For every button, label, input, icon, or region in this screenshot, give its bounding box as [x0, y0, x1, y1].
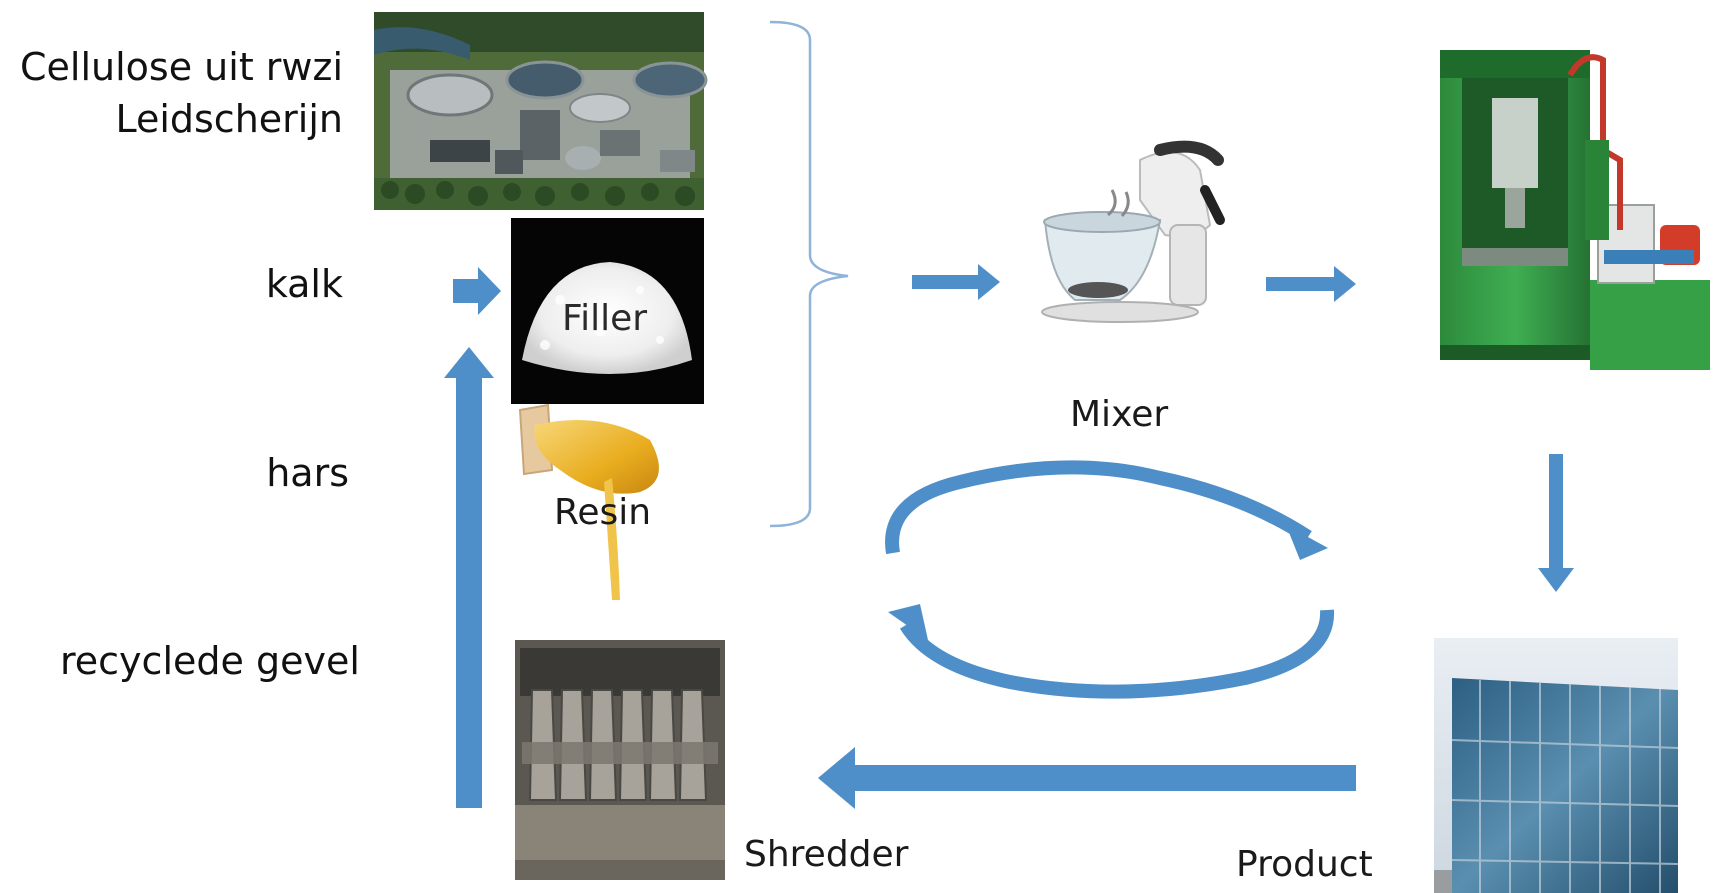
label-cellulose-line2: Leidscherijn	[115, 96, 343, 141]
cycle-arrow-upper	[885, 460, 1312, 555]
caption-resin: Resin	[554, 492, 652, 533]
arrow-recycle-up	[444, 347, 494, 808]
wastewater-treatment-plant-photo	[374, 12, 708, 210]
label-hars: hars	[266, 451, 349, 495]
arrow-press-down	[1538, 454, 1574, 592]
cycle-arrow-lower	[899, 609, 1335, 699]
arrow-product-to-shredder	[818, 747, 1356, 809]
caption-mixer: Mixer	[1070, 394, 1169, 435]
resin-pour-photo	[518, 403, 659, 600]
stand-mixer-photo	[1041, 140, 1225, 323]
caption-product: Product	[1236, 844, 1373, 885]
arrow-to-mixer	[912, 264, 1000, 300]
label-cellulose-line1: Cellulose uit rwzi	[20, 45, 343, 89]
filler-powder-photo	[511, 218, 704, 404]
label-kalk: kalk	[265, 262, 343, 306]
arrow-mixer-to-press	[1266, 266, 1356, 302]
hydraulic-press-photo	[1440, 50, 1710, 370]
bracket	[769, 20, 849, 528]
caption-shredder: Shredder	[744, 834, 909, 875]
label-cellulose: Cellulose uit rwzi Leidscherijn	[20, 45, 343, 141]
cycle-arrowhead-upper	[1286, 525, 1328, 560]
arrow-kalk-to-filler	[453, 267, 501, 315]
label-recyclede-gevel: recyclede gevel	[60, 639, 360, 683]
shredder-photo	[515, 640, 725, 880]
caption-filler: Filler	[562, 298, 648, 339]
cycle-arrowhead-lower	[888, 604, 928, 640]
facade-panel-photo	[1434, 638, 1679, 893]
